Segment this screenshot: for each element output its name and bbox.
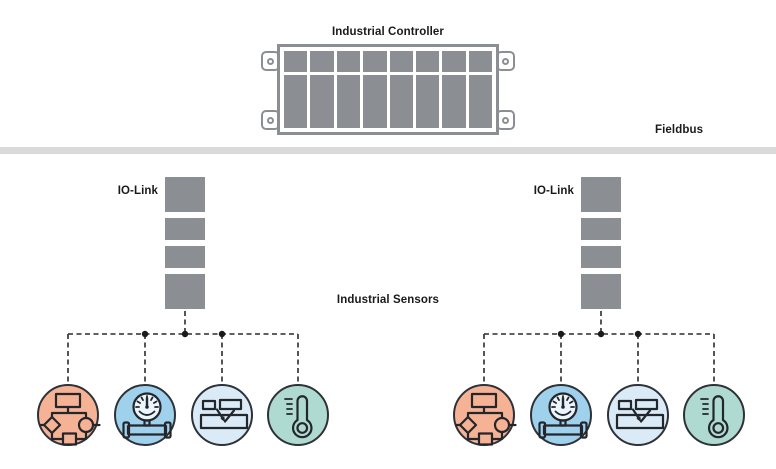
io-link-label-left: IO-Link	[117, 185, 158, 197]
sensor-temperature-left	[267, 384, 329, 446]
industrial-controller-label: Industrial Controller	[332, 26, 444, 38]
io-link-module	[165, 177, 205, 212]
io-link-module	[581, 218, 621, 240]
sensor-level-right	[607, 384, 669, 446]
controller-module	[310, 51, 334, 72]
screw-hole-icon	[502, 57, 509, 65]
controller-module	[415, 51, 440, 72]
pressure-gauge-icon	[116, 386, 178, 448]
fieldbus-label: Fieldbus	[655, 124, 704, 136]
controller-module	[442, 51, 466, 72]
controller-rack-body	[277, 44, 499, 135]
io-link-module	[165, 274, 205, 309]
io-link-module	[581, 246, 621, 268]
junction-dots	[141, 330, 642, 338]
industrial-controller	[261, 44, 515, 135]
controller-module	[363, 51, 387, 72]
screw-hole-icon	[267, 116, 274, 124]
sensor-pressure-right	[530, 384, 592, 446]
controller-module	[284, 75, 308, 128]
screw-hole-icon	[502, 116, 509, 124]
controller-module	[389, 51, 413, 72]
fieldbus-bar	[0, 147, 776, 154]
io-link-label-right: IO-Link	[533, 185, 574, 197]
level-reflection-icon	[609, 386, 671, 448]
level-reflection-icon	[193, 386, 255, 448]
controller-module	[389, 75, 413, 128]
industrial-sensors-label: Industrial Sensors	[336, 294, 440, 306]
sensor-logic-process-left	[37, 384, 99, 446]
controller-module	[310, 75, 334, 128]
thermometer-icon	[685, 386, 747, 448]
controller-module	[336, 51, 361, 72]
controller-module	[284, 51, 308, 72]
controller-module	[336, 75, 361, 128]
sensor-logic-process-right	[453, 384, 515, 446]
controller-module	[468, 75, 492, 128]
controller-module	[363, 75, 387, 128]
controller-module	[415, 75, 440, 128]
io-link-master-right	[581, 177, 621, 309]
sensor-temperature-right	[683, 384, 745, 446]
io-link-module	[581, 177, 621, 212]
pressure-gauge-icon	[532, 386, 594, 448]
controller-module	[442, 75, 466, 128]
flowchart-icon	[455, 386, 517, 448]
flowchart-icon	[39, 386, 101, 448]
wire-drops-left	[67, 334, 299, 384]
sensor-level-left	[191, 384, 253, 446]
mount-ear-top-right	[496, 51, 515, 71]
wire-drops-right	[483, 334, 715, 384]
sensor-pressure-left	[114, 384, 176, 446]
controller-module	[468, 51, 492, 72]
screw-hole-icon	[267, 57, 274, 65]
io-link-module	[165, 246, 205, 268]
thermometer-icon	[269, 386, 331, 448]
io-link-master-left	[165, 177, 205, 309]
io-link-module	[581, 274, 621, 309]
io-link-module	[165, 218, 205, 240]
mount-ear-bottom-right	[496, 110, 515, 130]
